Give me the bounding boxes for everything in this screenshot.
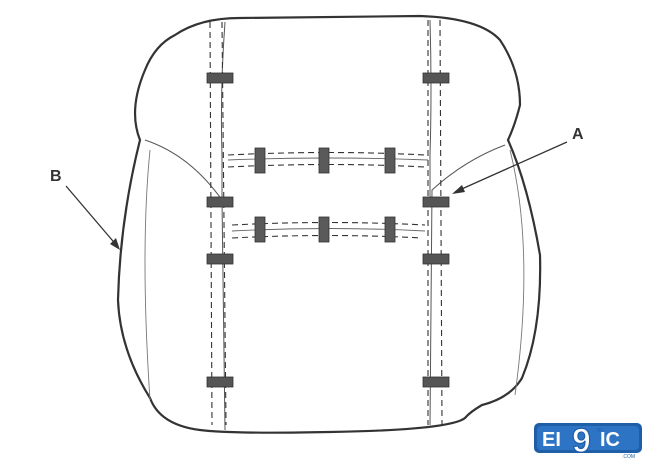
logo-text-digit: 9 xyxy=(572,422,591,460)
headrest-seam-right xyxy=(429,19,432,205)
seat-back-outline xyxy=(116,14,542,434)
logo-text-right: IC xyxy=(600,429,620,451)
vertical-dashed-seams xyxy=(209,19,443,426)
callout-a-label: A xyxy=(572,126,584,143)
callout-b-arrowhead xyxy=(110,238,120,250)
clips-right xyxy=(422,72,450,388)
clip xyxy=(206,376,234,388)
clip xyxy=(254,216,266,243)
headrest-seam-left xyxy=(220,21,226,205)
clip xyxy=(254,147,266,174)
clips-center xyxy=(254,147,396,243)
logo-superscript: TH xyxy=(596,428,603,434)
clip xyxy=(206,72,234,84)
clip xyxy=(422,196,450,208)
ei9ic-logo: EI 9 IC TH .COM xyxy=(534,421,642,461)
clip xyxy=(384,216,396,243)
clip xyxy=(318,216,330,243)
left-side-bolster-line xyxy=(144,149,151,401)
clip xyxy=(318,147,330,174)
callout-a-leader xyxy=(454,141,568,193)
callout-a-arrowhead xyxy=(452,185,465,194)
callout-b-leader xyxy=(65,185,119,248)
clip xyxy=(206,253,234,265)
clip xyxy=(384,147,396,174)
logo-text-left: EI xyxy=(542,429,561,451)
clip xyxy=(422,72,450,84)
callout-b-label: B xyxy=(50,168,62,185)
logo-domain: .COM xyxy=(622,454,635,460)
clip xyxy=(422,376,450,388)
right-side-panel-line xyxy=(429,144,506,426)
clips-left xyxy=(206,72,234,388)
clip xyxy=(206,196,234,208)
right-side-bolster-line xyxy=(509,149,525,396)
clip xyxy=(422,253,450,265)
